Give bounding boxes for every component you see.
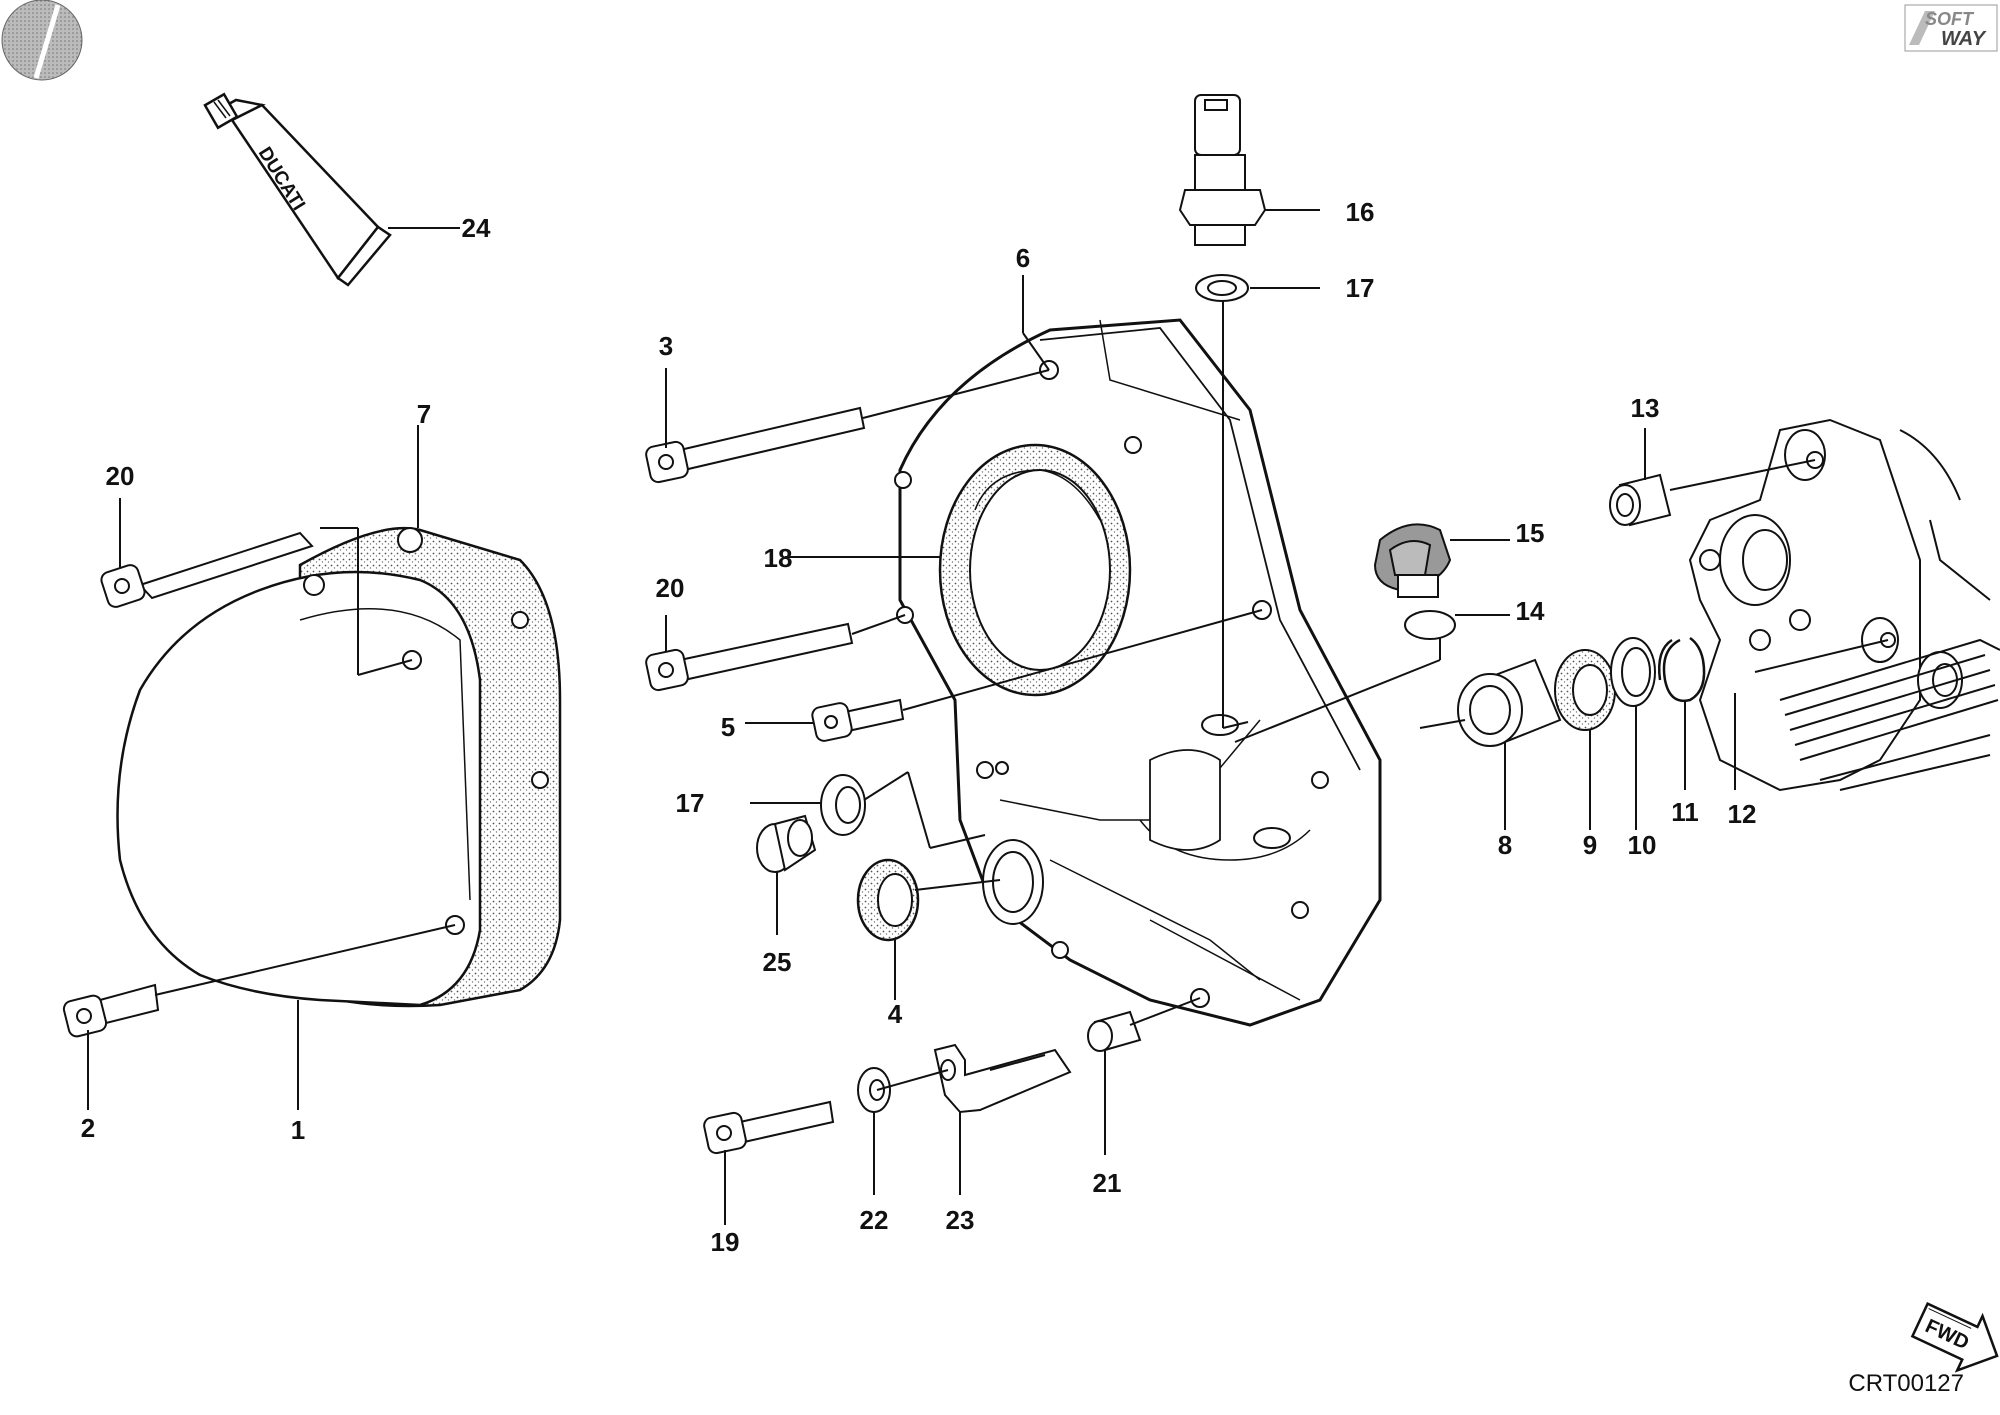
callout-5: 5	[720, 712, 736, 742]
callout-17-bottom: 17	[675, 788, 705, 818]
drawing-code: CRT00127	[1848, 1370, 1964, 1397]
bearing-9-part	[1554, 649, 1616, 731]
bracket-23-part	[933, 1043, 1072, 1114]
sealant-tube-part: DUCATI	[203, 92, 392, 287]
logo-top-text: SOFT	[1925, 9, 1975, 29]
callout-2: 2	[80, 1113, 96, 1143]
logo-bottom-text: WAY	[1941, 28, 1987, 50]
ring-10-part	[1610, 637, 1656, 707]
callout-18: 18	[763, 543, 793, 573]
callout-7: 7	[416, 399, 432, 429]
bushing-8-part	[1457, 658, 1562, 747]
spacer-21-part	[1087, 1010, 1142, 1052]
callout-13: 13	[1630, 393, 1660, 423]
washer-22-part	[857, 1067, 891, 1113]
callout-24: 24	[461, 213, 491, 243]
bolt-19-part	[703, 1100, 835, 1155]
callout-9: 9	[1582, 830, 1598, 860]
callout-14: 14	[1515, 596, 1545, 626]
engine-case-part	[1688, 418, 2000, 792]
bolt-20-left-part	[100, 531, 314, 608]
callout-22: 22	[859, 1205, 889, 1235]
leaders-left	[87, 425, 456, 1110]
plug-25-part	[756, 814, 817, 873]
bushing-13-part	[1609, 473, 1672, 527]
side-cover-part	[894, 318, 1382, 1027]
callout-10: 10	[1627, 830, 1657, 860]
callout-21: 21	[1092, 1168, 1122, 1198]
bolt-3-part	[645, 406, 866, 484]
callout-16: 16	[1345, 197, 1375, 227]
filler-plug-15-part	[1373, 523, 1452, 598]
oil-seal-18-part	[938, 443, 1132, 697]
clutch-cover-part	[116, 526, 562, 1008]
leaders-center-right	[665, 209, 1889, 1225]
callout-15: 15	[1515, 518, 1545, 548]
callout-4: 4	[887, 999, 903, 1029]
washer-17-top-part	[1195, 274, 1249, 302]
callout-17-top: 17	[1345, 273, 1375, 303]
bolt-2-part	[62, 983, 160, 1038]
callout-11: 11	[1671, 797, 1699, 827]
bolt-20-center-part	[645, 622, 854, 692]
callout-19: 19	[710, 1227, 740, 1257]
sensor-16-part	[1178, 94, 1267, 246]
washer-17-lower-part	[820, 774, 866, 836]
callout-12: 12	[1727, 799, 1757, 829]
softway-logo: SOFT WAY	[1904, 4, 1998, 52]
callout-20-left: 20	[105, 461, 135, 491]
callout-6: 6	[1015, 243, 1031, 273]
callout-8: 8	[1497, 830, 1513, 860]
callout-1: 1	[290, 1115, 306, 1145]
callout-20-center: 20	[655, 573, 685, 603]
callout-25: 25	[762, 947, 792, 977]
logo-circle-icon	[1, 0, 83, 81]
bolt-5-part	[811, 698, 905, 742]
seal-4-part	[856, 858, 920, 942]
callout-23: 23	[945, 1205, 975, 1235]
circlip-11-part	[1658, 636, 1706, 703]
oring-14-part	[1404, 610, 1456, 640]
callout-3: 3	[658, 331, 674, 361]
